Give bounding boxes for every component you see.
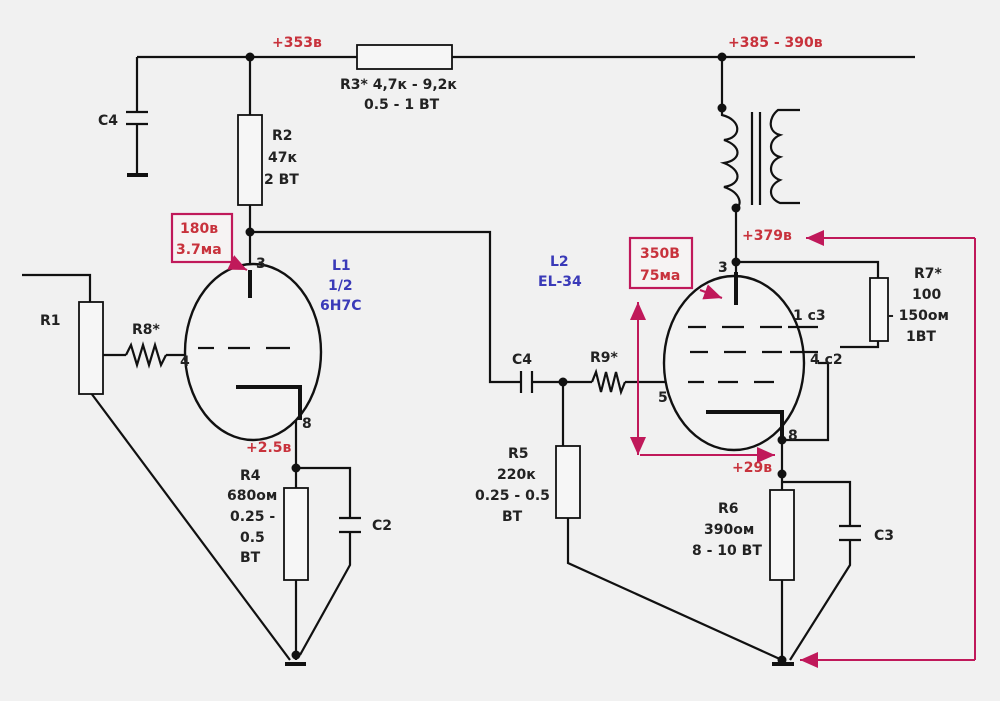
r6-power: 8 - 10 ВТ	[692, 543, 762, 559]
voltage-29: +29в	[732, 460, 772, 476]
pin-labels: 3 4 8 3 1 с3 4 с2 5 8	[180, 256, 843, 444]
r7-value-1: 100	[912, 287, 941, 303]
r7-power: 1ВТ	[906, 329, 936, 345]
tube-l2	[662, 272, 818, 452]
voltage-labels: +353в +385 - 390в +379в +2.5в +29в	[246, 35, 823, 476]
r5-power-1: 0.25 - 0.5	[475, 488, 550, 504]
l2-measure-box	[628, 236, 694, 290]
c2-label: C2	[372, 518, 392, 534]
r2-value: 47к	[268, 150, 297, 166]
r8-label: R8*	[132, 322, 161, 338]
l1-pin-8: 8	[302, 416, 312, 432]
measure-box-labels: 180в 3.7ма 350В 75ма	[176, 221, 680, 284]
l1-fraction: 1/2	[328, 278, 353, 294]
l2-pin-3: 3	[718, 260, 728, 276]
component-labels: C4 C4 C2 C3 R1 R2 47к 2 ВТ R3* 4,7к - 9,…	[40, 77, 949, 566]
r2-resistor	[237, 114, 263, 206]
c4-top-label: C4	[98, 113, 118, 129]
c4-mid-label: C4	[512, 352, 532, 368]
voltage-385-390: +385 - 390в	[728, 35, 823, 51]
l1-plate-current: 3.7ма	[176, 242, 222, 258]
junctions	[245, 52, 787, 665]
c4-top-capacitor	[126, 110, 148, 126]
l1-pin-4: 4	[180, 354, 190, 370]
r2-power: 2 ВТ	[264, 172, 299, 188]
l1-pin-3: 3	[256, 256, 266, 272]
r4-power-2: 0.5	[240, 530, 265, 546]
r3-resistor	[356, 44, 453, 70]
voltage-379: +379в	[742, 228, 792, 244]
r4-label: R4	[240, 468, 261, 484]
r7-label: R7*	[914, 266, 943, 282]
l2-plate-voltage: 350В	[640, 246, 680, 262]
l1-name: L1	[332, 258, 351, 274]
r5-power-2: ВТ	[502, 509, 523, 525]
r1-resistor	[78, 301, 104, 395]
l2-pin-5: 5	[658, 390, 668, 406]
resistors	[78, 44, 889, 581]
l2-type: EL-34	[538, 274, 582, 290]
c3-label: C3	[874, 528, 894, 544]
r6-label: R6	[718, 501, 739, 517]
output-transformer	[719, 108, 800, 210]
r5-resistor	[555, 445, 581, 519]
r6-value: 390ом	[704, 522, 754, 538]
l2-pin-4-c2: 4 с2	[810, 352, 843, 368]
l2-plate-current: 75ма	[640, 268, 680, 284]
r9-zigzag	[590, 368, 627, 396]
r3-label: R3* 4,7к - 9,2к	[340, 77, 457, 93]
r8-zigzag	[125, 341, 167, 369]
r4-power-3: ВТ	[240, 550, 261, 566]
capacitors	[126, 110, 861, 542]
l1-plate-voltage: 180в	[180, 221, 218, 237]
measurement-arrows	[227, 230, 976, 668]
r5-label: R5	[508, 446, 529, 462]
r5-value: 220к	[497, 467, 536, 483]
l2-name: L2	[550, 254, 569, 270]
c3-capacitor	[839, 524, 861, 542]
voltage-353: +353в	[272, 35, 322, 51]
r4-power-1: 0.25 -	[230, 509, 275, 525]
r3-power: 0.5 - 1 ВТ	[364, 97, 440, 113]
r7-value-2: - 150ом	[888, 308, 949, 324]
wires	[22, 55, 915, 662]
l2-pin-8: 8	[788, 428, 798, 444]
r1-label: R1	[40, 313, 61, 329]
r4-resistor	[283, 487, 309, 581]
l1-type: 6Н7С	[320, 298, 361, 314]
voltage-2-5: +2.5в	[246, 440, 292, 456]
tube-l1	[183, 262, 323, 442]
c2-capacitor	[339, 516, 361, 534]
r9-label: R9*	[590, 350, 619, 366]
l2-pin-1-c3: 1 с3	[793, 308, 826, 324]
r6-resistor	[769, 489, 795, 581]
tube-labels: L1 1/2 6Н7С L2 EL-34	[320, 254, 582, 314]
r7-resistor	[869, 277, 889, 342]
r4-value: 680ом	[227, 488, 277, 504]
l1-measure-box	[170, 212, 234, 264]
r2-label: R2	[272, 128, 293, 144]
c4-coupling-capacitor	[519, 371, 534, 393]
